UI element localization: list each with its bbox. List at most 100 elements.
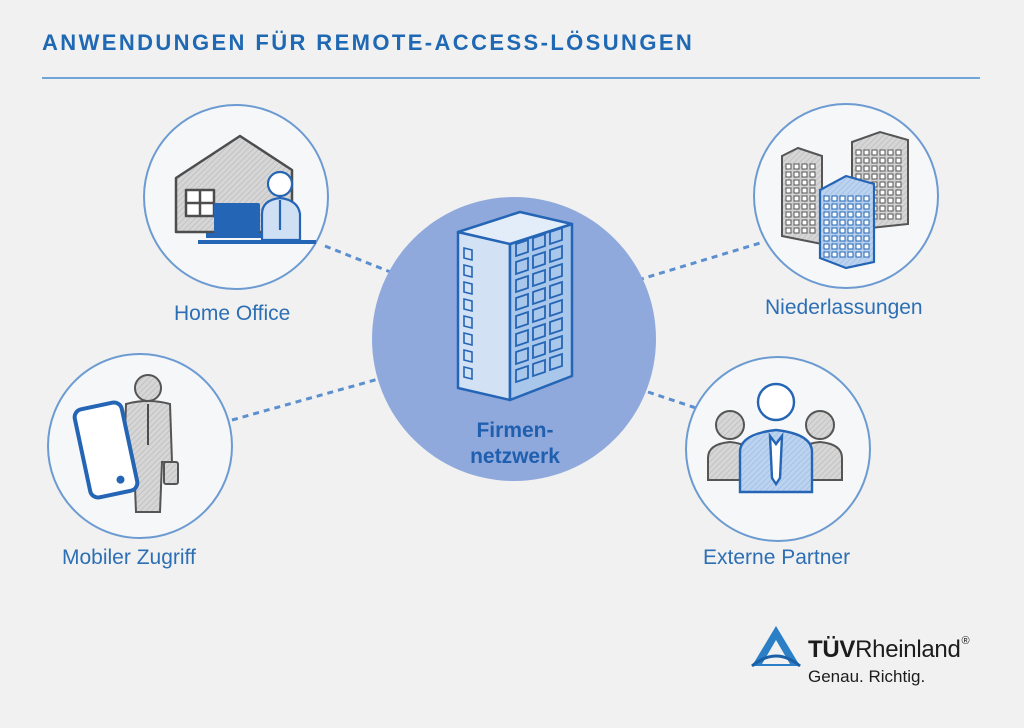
tower-window xyxy=(549,316,563,336)
building-window xyxy=(895,189,902,196)
building-window xyxy=(847,211,854,218)
building-window xyxy=(863,203,870,210)
tower-window xyxy=(463,365,473,381)
building-window xyxy=(831,195,838,202)
building-window xyxy=(855,211,862,218)
building-window xyxy=(785,203,792,210)
tuv-triangle-logo xyxy=(751,626,801,668)
tower-window xyxy=(532,322,546,342)
building-window xyxy=(785,171,792,178)
building-window xyxy=(847,251,854,258)
brand-rest: Rheinland xyxy=(855,636,961,663)
building-window xyxy=(863,165,870,172)
building-window xyxy=(785,195,792,202)
building-window xyxy=(847,235,854,242)
building-window xyxy=(855,203,862,210)
tower-window xyxy=(532,358,546,378)
building-window xyxy=(839,227,846,234)
tuv-brand: TÜVRheinland® xyxy=(808,635,970,664)
building-window xyxy=(831,235,838,242)
building-window xyxy=(847,219,854,226)
tower-window xyxy=(463,331,473,347)
building-window xyxy=(887,149,894,156)
tower-window xyxy=(532,340,546,360)
building-window xyxy=(863,211,870,218)
building-window xyxy=(887,157,894,164)
building-window xyxy=(887,173,894,180)
partner-person-blue xyxy=(738,382,814,494)
firmennetzwerk-line2: netzwerk xyxy=(470,445,560,468)
building-window xyxy=(855,251,862,258)
building-window xyxy=(895,173,902,180)
person-icon xyxy=(260,170,302,242)
building-window xyxy=(855,165,862,172)
connector-mobiler-zugriff xyxy=(231,376,383,422)
tower-window xyxy=(532,232,546,252)
building-window xyxy=(809,187,816,194)
building-window xyxy=(863,173,870,180)
office-building-blue xyxy=(818,174,876,270)
connector-home-office xyxy=(324,244,399,277)
smartphone-icon xyxy=(72,400,140,500)
tower-window xyxy=(532,304,546,324)
tower-window xyxy=(515,256,529,276)
tower-window xyxy=(463,246,473,262)
building-window xyxy=(847,243,854,250)
building-window xyxy=(801,203,808,210)
building-window xyxy=(887,189,894,196)
building-window xyxy=(793,227,800,234)
tower-window xyxy=(515,292,529,312)
building-window xyxy=(785,163,792,170)
building-window xyxy=(823,243,830,250)
building-window xyxy=(793,187,800,194)
building-window xyxy=(831,251,838,258)
building-window xyxy=(839,235,846,242)
building-window xyxy=(855,243,862,250)
building-window xyxy=(895,149,902,156)
building-window xyxy=(879,157,886,164)
tower-window xyxy=(549,244,563,264)
building-window xyxy=(887,205,894,212)
tower-window xyxy=(463,297,473,313)
building-window xyxy=(895,165,902,172)
home-office-label: Home Office xyxy=(174,302,291,325)
building-window xyxy=(785,179,792,186)
building-window xyxy=(871,173,878,180)
building-window xyxy=(839,195,846,202)
building-window xyxy=(823,203,830,210)
tower-window xyxy=(463,314,473,330)
building-window xyxy=(793,163,800,170)
building-window xyxy=(793,203,800,210)
tower-window xyxy=(515,310,529,330)
building-window xyxy=(823,235,830,242)
office-buildings-icon xyxy=(781,130,909,246)
building-window xyxy=(801,211,808,218)
tower-window xyxy=(463,348,473,364)
tower-window xyxy=(549,226,563,246)
building-window xyxy=(887,181,894,188)
tower-window xyxy=(549,280,563,300)
building-window xyxy=(863,149,870,156)
building-window xyxy=(839,203,846,210)
tower-window xyxy=(532,250,546,270)
building-window xyxy=(879,181,886,188)
building-window xyxy=(863,243,870,250)
building-window xyxy=(863,157,870,164)
building-window xyxy=(801,227,808,234)
building-window xyxy=(879,173,886,180)
building-window xyxy=(809,219,816,226)
building-window xyxy=(793,211,800,218)
skyscraper-icon xyxy=(456,210,574,402)
building-window xyxy=(801,195,808,202)
building-window xyxy=(895,205,902,212)
building-window xyxy=(823,227,830,234)
tower-window xyxy=(549,352,563,372)
building-window xyxy=(801,171,808,178)
building-window xyxy=(801,187,808,194)
building-window xyxy=(831,203,838,210)
connector-externe-partner xyxy=(647,390,697,410)
building-window xyxy=(879,165,886,172)
building-window xyxy=(863,251,870,258)
connector-niederlassungen xyxy=(637,241,761,282)
building-window xyxy=(871,149,878,156)
